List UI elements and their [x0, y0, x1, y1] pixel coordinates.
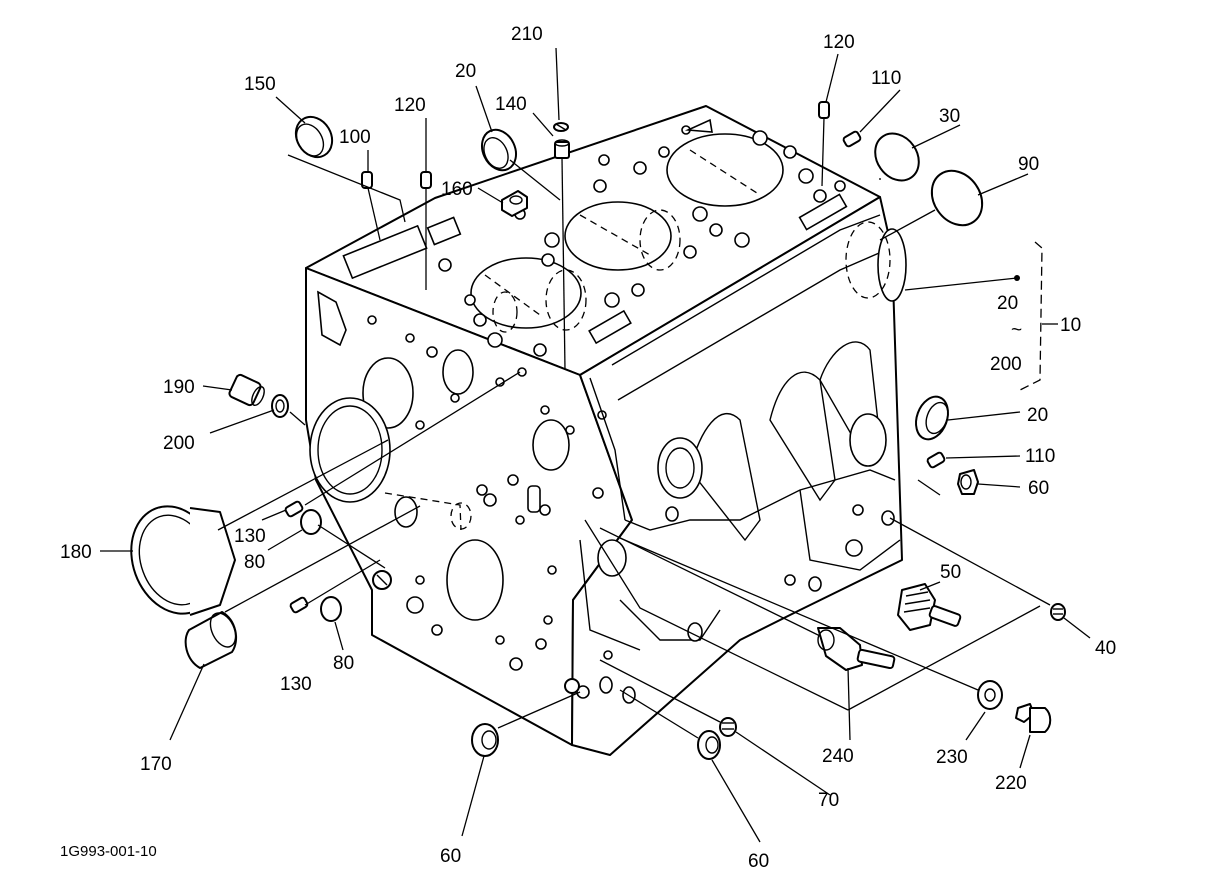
- callout-200: 200: [163, 433, 195, 454]
- callout-20: 20: [455, 61, 476, 82]
- cap-90: [930, 169, 984, 227]
- block-side-ribs: [576, 214, 907, 704]
- callout-120: 120: [823, 32, 855, 53]
- callout-150: 150: [244, 74, 276, 95]
- pin-130-lower: [289, 596, 309, 614]
- cylinder-block: [305, 105, 907, 756]
- crank-bore-front: [309, 397, 391, 503]
- plug-220: [1015, 703, 1052, 733]
- callout-230: 230: [936, 747, 968, 768]
- pin-120-right: [818, 101, 830, 119]
- pin-110-top: [842, 130, 862, 148]
- front-face-features: [309, 290, 607, 671]
- side-boss: [657, 437, 703, 499]
- callout-240: 240: [822, 746, 854, 767]
- callout-80: 80: [244, 552, 265, 573]
- callout-180: 180: [60, 542, 92, 563]
- plug-150: [294, 115, 334, 159]
- cylinder-bore-3: [666, 133, 784, 207]
- callout-170: 170: [140, 754, 172, 775]
- pin-120-left: [420, 171, 432, 189]
- callout-130: 130: [234, 526, 266, 547]
- callout-80: 80: [333, 653, 354, 674]
- parts: [130, 101, 1066, 760]
- callout-20: 20: [1027, 405, 1048, 426]
- rear-bore: [877, 228, 907, 302]
- callout-70: 70: [818, 790, 839, 811]
- callout-220: 220: [995, 773, 1027, 794]
- plug-60-right: [957, 469, 979, 495]
- range-from-label: 20: [997, 293, 1018, 314]
- plug-40: [1050, 603, 1066, 621]
- callout-30: 30: [939, 106, 960, 127]
- callout-130: 130: [280, 674, 312, 695]
- range-bracket-label: 10: [1060, 315, 1081, 336]
- callout-90: 90: [1018, 154, 1039, 175]
- pin-130-upper: [284, 500, 304, 518]
- range-tilde: ~: [1011, 320, 1022, 341]
- callout-210: 210: [511, 24, 543, 45]
- callout-labels: 150 100 120 20 140 210 160 120 110 30 90…: [60, 24, 1116, 872]
- callout-160: 160: [441, 179, 473, 200]
- cap-30: [874, 132, 920, 182]
- front-lower-bore: [446, 539, 504, 621]
- cylinder-bore-2: [564, 201, 672, 271]
- callout-60: 60: [748, 851, 769, 872]
- figure-id: 1G993-001-10: [60, 843, 157, 860]
- callout-110: 110: [1025, 446, 1055, 467]
- cylinder-bore-1: [470, 257, 582, 329]
- bushing-170: [184, 611, 238, 669]
- plug-front-lower: [372, 570, 392, 590]
- deck-holes: [342, 118, 848, 357]
- pin-110-right: [926, 451, 946, 469]
- plug-20-right: [915, 395, 949, 441]
- range-to-label: 200: [990, 354, 1022, 375]
- washer-200: [271, 394, 289, 418]
- sensor-port: [597, 539, 627, 577]
- plug-70: [719, 717, 737, 737]
- plug-20-top: [480, 128, 518, 172]
- switch-240: [817, 627, 896, 671]
- callout-100: 100: [339, 127, 371, 148]
- plug-60-left: [471, 723, 499, 757]
- callout-140: 140: [495, 94, 527, 115]
- oil-seal-180: [130, 505, 236, 616]
- cylinder-bores: [470, 133, 784, 333]
- callout-60: 60: [1028, 478, 1049, 499]
- callout-120: 120: [394, 95, 426, 116]
- bush-80-upper: [300, 509, 322, 535]
- ring-210: [553, 122, 569, 132]
- plug-60-mid: [697, 730, 721, 760]
- callout-40: 40: [1095, 638, 1116, 659]
- range-bracket: 10 20 ~ 200: [990, 241, 1081, 391]
- bush-80-lower: [320, 596, 342, 622]
- callout-190: 190: [163, 377, 195, 398]
- callout-110: 110: [871, 68, 901, 89]
- sensor-50: [897, 583, 962, 631]
- fitting-190: [228, 373, 265, 407]
- callout-50: 50: [940, 562, 961, 583]
- plug-side-60: [564, 678, 580, 694]
- callout-60: 60: [440, 846, 461, 867]
- plug-160: [501, 190, 528, 217]
- leader-lines: [100, 47, 1091, 843]
- washer-230: [977, 680, 1003, 710]
- fitting-140: [554, 139, 570, 159]
- pin-100: [361, 171, 373, 189]
